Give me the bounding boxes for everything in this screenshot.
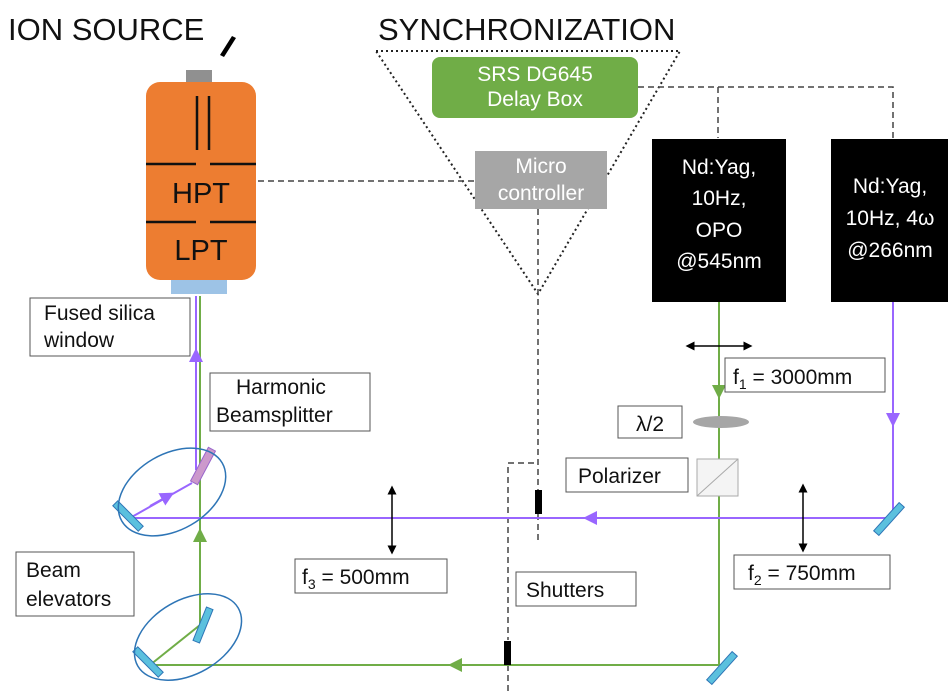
lpt-label: LPT bbox=[174, 235, 227, 267]
trigger-lines bbox=[258, 86, 894, 692]
laser-uv-line1: Nd:Yag, bbox=[853, 175, 927, 198]
delay-box-line1: SRS DG645 bbox=[477, 63, 593, 86]
fused-silica-label-2: window bbox=[43, 329, 115, 352]
beam-elevator-ellipse-bottom bbox=[133, 593, 243, 681]
ion-source-title: ION SOURCE bbox=[8, 12, 204, 47]
shutters-label: Shutters bbox=[526, 579, 604, 602]
mirror-green-corner bbox=[705, 650, 739, 686]
ion-source-electrodes bbox=[146, 96, 256, 224]
f2-label: f2 = 750mm bbox=[748, 562, 856, 588]
beam-elevators-label-2: elevators bbox=[26, 588, 111, 611]
mirrors bbox=[112, 500, 906, 686]
f1-label: f1 = 3000mm bbox=[733, 366, 852, 392]
polarizer-label: Polarizer bbox=[578, 465, 661, 488]
beam-elevator-ellipse-top bbox=[117, 447, 227, 537]
hpt-label: HPT bbox=[172, 178, 230, 210]
fused-silica-window bbox=[171, 280, 227, 294]
label-boxes bbox=[15, 297, 891, 617]
delay-box bbox=[432, 57, 638, 118]
microcontroller-line1: Micro bbox=[515, 155, 566, 178]
mirror-elevator-upper bbox=[192, 606, 214, 644]
laser-uv-line2: 10Hz, 4ω bbox=[846, 207, 935, 230]
mirror-uv bbox=[872, 501, 906, 537]
ion-source-cap bbox=[186, 70, 212, 84]
laser-uv-line3: @266nm bbox=[847, 239, 933, 262]
laser-opo-box bbox=[652, 139, 786, 302]
shutter-upper bbox=[535, 490, 542, 514]
fused-silica-label-1: Fused silica bbox=[44, 302, 155, 325]
laser-opo-line2: 10Hz, bbox=[692, 187, 747, 210]
shutter-lower bbox=[504, 641, 511, 665]
microcontroller-box bbox=[475, 151, 607, 209]
laser-opo-line4: @545nm bbox=[676, 250, 762, 273]
delay-box-line2: Delay Box bbox=[487, 88, 583, 111]
laser-opo-line1: Nd:Yag, bbox=[682, 156, 756, 179]
mirror-elevator-bottom bbox=[132, 646, 164, 678]
synchronization-triangle bbox=[374, 50, 682, 296]
beam-elevators-label-1: Beam bbox=[26, 559, 81, 582]
ion-source-needle bbox=[220, 36, 236, 57]
harmonic-label-1: Harmonic bbox=[236, 376, 326, 399]
polarizer-cube bbox=[696, 458, 739, 497]
laser-uv-box bbox=[831, 139, 948, 302]
harmonic-beamsplitter bbox=[189, 446, 217, 486]
harmonic-label-2: Beamsplitter bbox=[216, 404, 333, 427]
half-wave-label: λ/2 bbox=[636, 413, 664, 436]
purple-arrow-4 bbox=[149, 492, 175, 507]
microcontroller-line2: controller bbox=[498, 182, 584, 205]
laser-opo-line3: OPO bbox=[696, 219, 743, 242]
half-wave-plate bbox=[693, 416, 749, 428]
f3-label: f3 = 500mm bbox=[302, 566, 410, 592]
ion-source-body bbox=[146, 82, 256, 280]
mirror-elevator-top bbox=[112, 500, 144, 532]
synchronization-title: SYNCHRONIZATION bbox=[378, 12, 675, 47]
